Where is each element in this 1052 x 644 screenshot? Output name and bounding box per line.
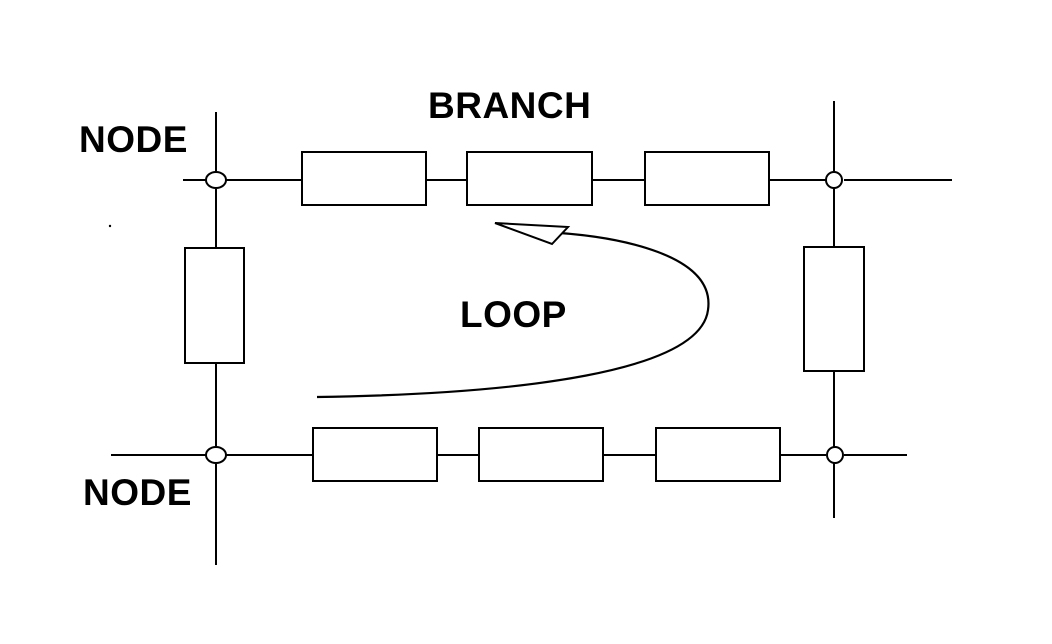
resistor-top-1 xyxy=(301,151,427,206)
loop-arrow-head xyxy=(494,222,571,246)
node-bottom-right xyxy=(826,446,844,464)
resistor-bottom-2 xyxy=(478,427,604,482)
branch-label: BRANCH xyxy=(428,85,592,126)
node-top-right xyxy=(825,171,843,189)
node-label-top: NODE xyxy=(79,119,188,160)
resistor-top-2 xyxy=(466,151,593,206)
resistor-top-3 xyxy=(644,151,770,206)
stray-dot xyxy=(108,224,112,228)
node-top-left xyxy=(205,171,227,189)
node-bottom-left xyxy=(205,446,227,464)
resistor-left xyxy=(184,247,245,364)
node-label-bottom: NODE xyxy=(83,472,192,513)
resistor-bottom-3 xyxy=(655,427,781,482)
loop-label: LOOP xyxy=(460,294,567,335)
resistor-right xyxy=(803,246,865,372)
resistor-bottom-1 xyxy=(312,427,438,482)
loop-arrow-curve xyxy=(316,230,710,399)
